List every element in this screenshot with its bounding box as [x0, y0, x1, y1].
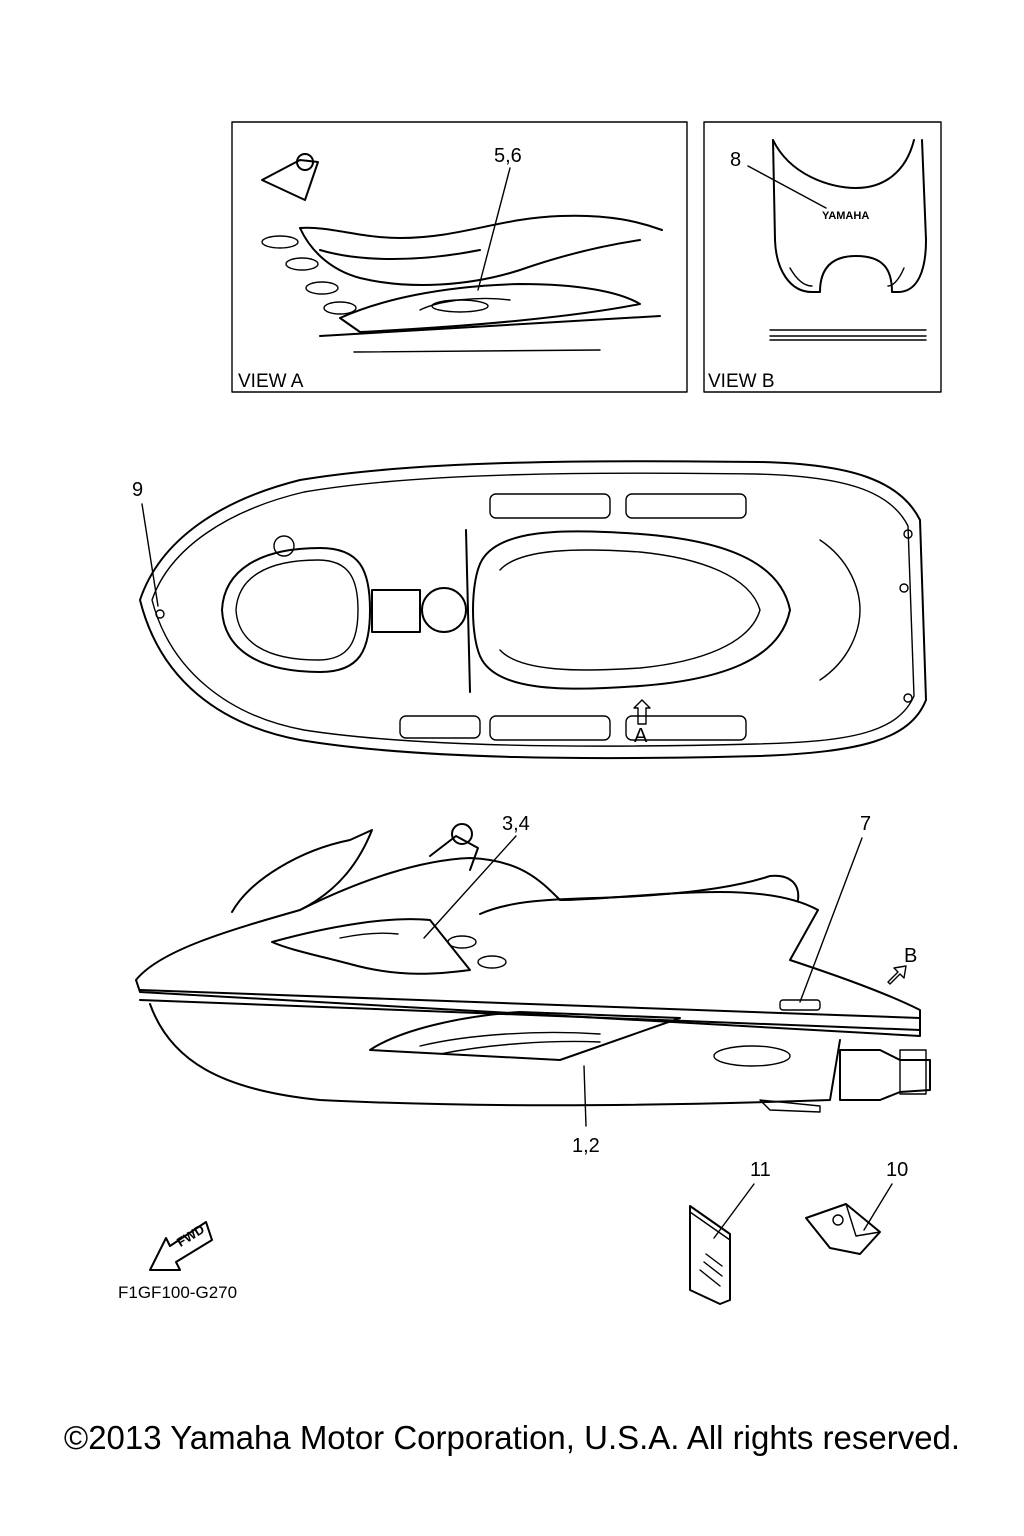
- view-b-arrow-label: B: [904, 945, 918, 967]
- callout-9: 9: [132, 479, 144, 501]
- fwd-arrow-icon: [149, 1221, 213, 1271]
- callout-8: 8: [730, 149, 742, 171]
- view-a-drawing: [261, 153, 663, 353]
- view-a-arrow-label: A: [634, 725, 648, 747]
- view-a-frame: [231, 121, 688, 393]
- yamaha-decal: YAMAHA: [822, 210, 870, 222]
- view-b-drawing: [769, 139, 927, 341]
- callout-10: 10: [886, 1159, 909, 1181]
- copyright-notice: ©2013 Yamaha Motor Corporation, U.S.A. A…: [63, 1419, 961, 1456]
- callout-5-6: 5,6: [494, 145, 522, 167]
- view-a-label: VIEW A: [238, 371, 304, 392]
- top-view-hull: [139, 460, 927, 760]
- part-11-drawing: [689, 1205, 731, 1305]
- part-10-drawing: [805, 1203, 881, 1255]
- view-b-label: VIEW B: [708, 371, 775, 392]
- callout-3-4: 3,4: [502, 813, 530, 835]
- view-b-frame: [703, 121, 942, 393]
- callout-7: 7: [860, 813, 872, 835]
- side-view-hull: [135, 823, 931, 1113]
- callout-1-2: 1,2: [572, 1135, 600, 1157]
- callout-11: 11: [750, 1159, 771, 1181]
- part-code: F1GF100-G270: [118, 1283, 238, 1302]
